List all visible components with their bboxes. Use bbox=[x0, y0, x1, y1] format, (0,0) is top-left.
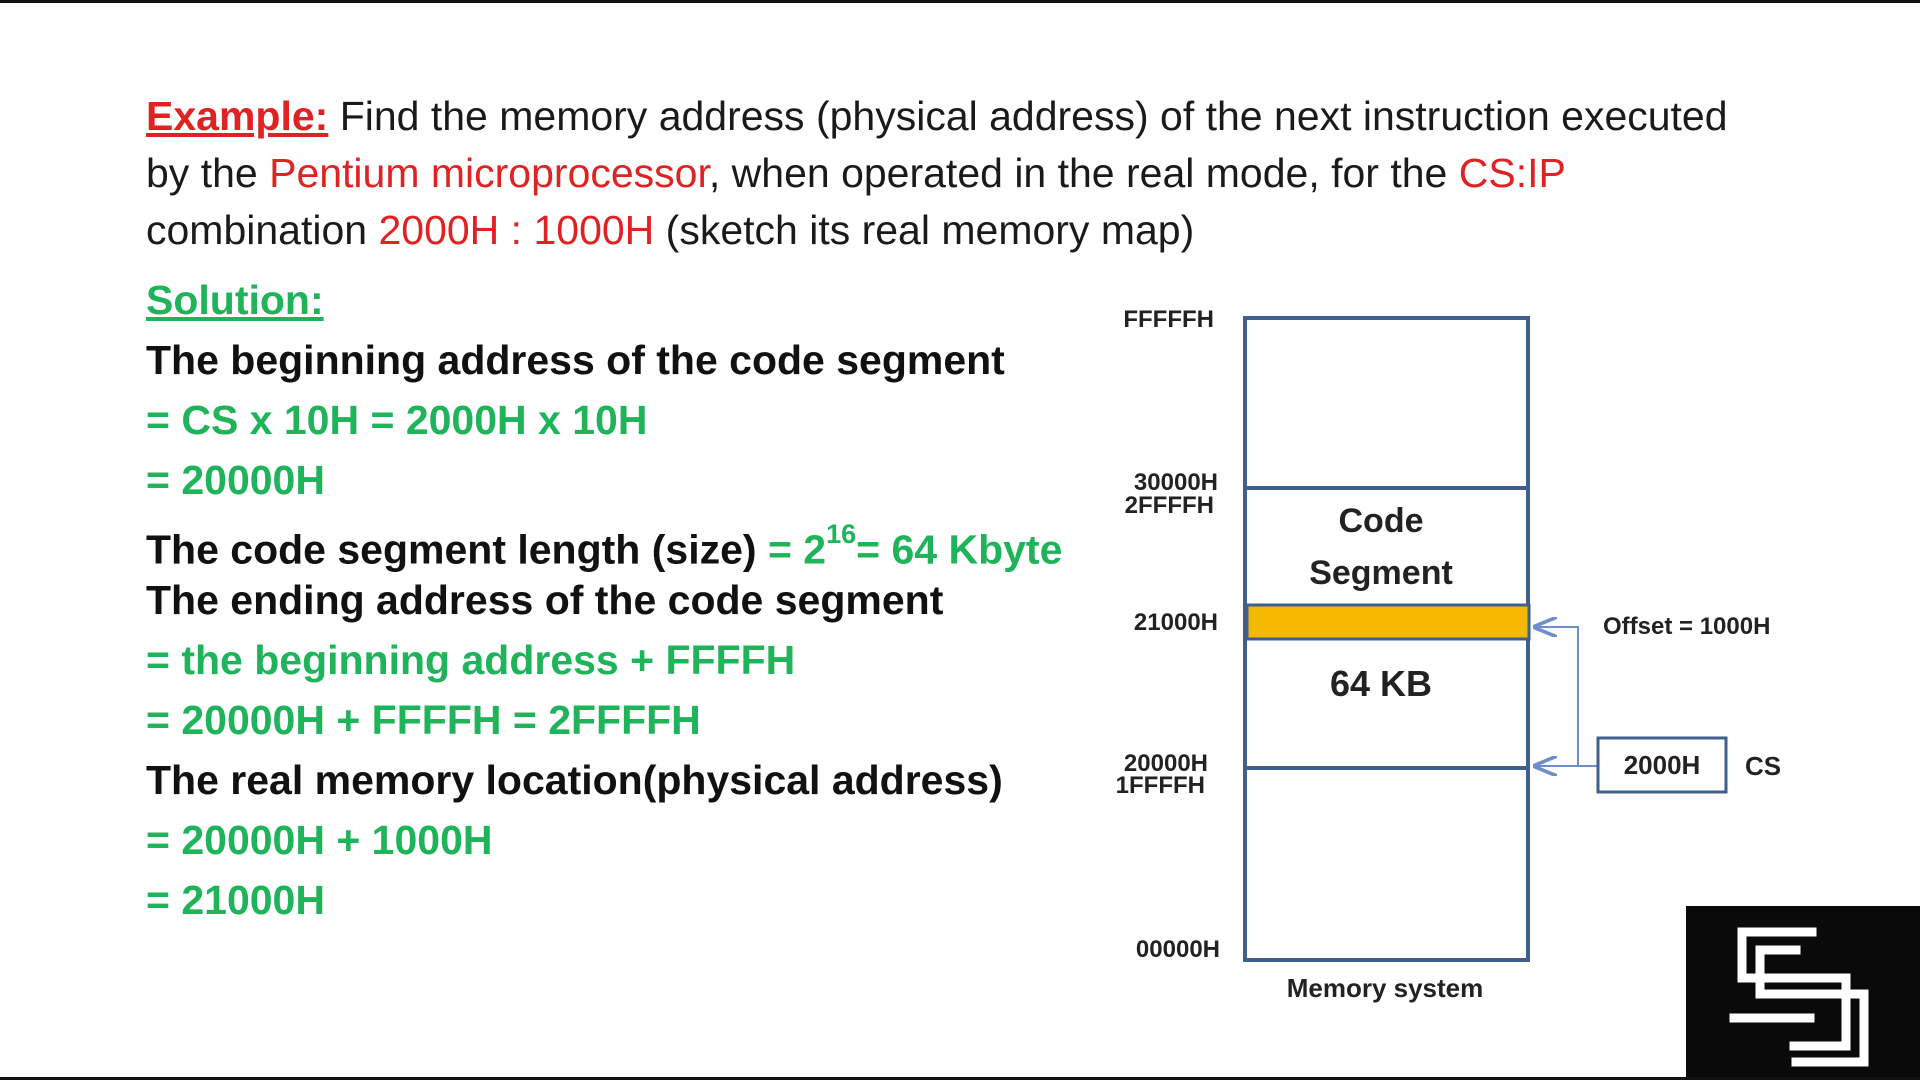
address-1ffff: 1FFFFH bbox=[1116, 772, 1205, 799]
solution-line-7: = 20000H + FFFFH = 2FFFFH bbox=[146, 697, 701, 743]
address-2ffff: 2FFFFH bbox=[1125, 492, 1214, 519]
offset-label: Offset = 1000H bbox=[1603, 613, 1770, 640]
solution-block: Solution: The beginning address of the c… bbox=[146, 270, 1062, 930]
solution-line-9: = 20000H + 1000H bbox=[146, 817, 493, 863]
memory-caption: Memory system bbox=[1287, 973, 1484, 1003]
segment-length-value: = 64 Kbyte bbox=[856, 526, 1063, 573]
statement-text-4: (sketch its real memory map) bbox=[654, 207, 1195, 253]
channel-logo bbox=[1686, 906, 1920, 1080]
segment-length-exponent: 16 bbox=[826, 519, 857, 549]
address-21000: 21000H bbox=[1134, 609, 1218, 636]
offset-arrow bbox=[1535, 627, 1579, 766]
statement-text-1: Find the memory address (physical addres… bbox=[146, 93, 1728, 196]
bottom-border bbox=[0, 1077, 1920, 1080]
csip-combination: 2000H : 1000H bbox=[378, 207, 655, 253]
example-statement: Example: Find the memory address (physic… bbox=[146, 88, 1766, 259]
logo-mark-icon bbox=[1729, 927, 1869, 1067]
cs-register-value: 2000H bbox=[1624, 750, 1701, 780]
solution-line-8: The real memory location(physical addres… bbox=[146, 757, 1003, 803]
cs-register-label: CS bbox=[1745, 751, 1781, 781]
solution-line-2: = CS x 10H = 2000H x 10H bbox=[146, 397, 648, 443]
solution-line-3: = 20000H bbox=[146, 457, 325, 503]
statement-text-3: combination bbox=[146, 207, 379, 253]
address-00000: 00000H bbox=[1136, 936, 1220, 963]
solution-line-4: The code segment length (size) = 216= 64… bbox=[146, 510, 1063, 573]
solution-line-10: = 21000H bbox=[146, 877, 325, 923]
example-label: Example: bbox=[146, 93, 329, 139]
segment-label-segment: Segment bbox=[1309, 554, 1453, 592]
processor-name: Pentium microprocessor bbox=[269, 150, 709, 196]
top-border bbox=[0, 0, 1920, 3]
segment-size-label: 64 KB bbox=[1330, 663, 1432, 704]
segment-label-code: Code bbox=[1339, 502, 1424, 540]
address-30000: 30000H bbox=[1134, 469, 1218, 496]
solution-line-5: The ending address of the code segment bbox=[146, 577, 944, 623]
address-fffff: FFFFFH bbox=[1123, 306, 1214, 333]
memory-column bbox=[1243, 316, 1530, 962]
csip-term: CS:IP bbox=[1458, 150, 1566, 196]
address-20000: 20000H bbox=[1124, 750, 1208, 777]
statement-text-2: , when operated in the real mode, for th… bbox=[708, 150, 1459, 196]
cs-register-box bbox=[1596, 736, 1728, 794]
instruction-highlight bbox=[1245, 603, 1531, 641]
segment-length-text: The code segment length (size) bbox=[146, 526, 768, 573]
solution-line-6: = the beginning address + FFFFH bbox=[146, 637, 796, 683]
solution-heading: Solution: bbox=[146, 277, 324, 323]
segment-length-base: = 2 bbox=[767, 526, 827, 573]
solution-line-1: The beginning address of the code segmen… bbox=[146, 337, 1005, 383]
